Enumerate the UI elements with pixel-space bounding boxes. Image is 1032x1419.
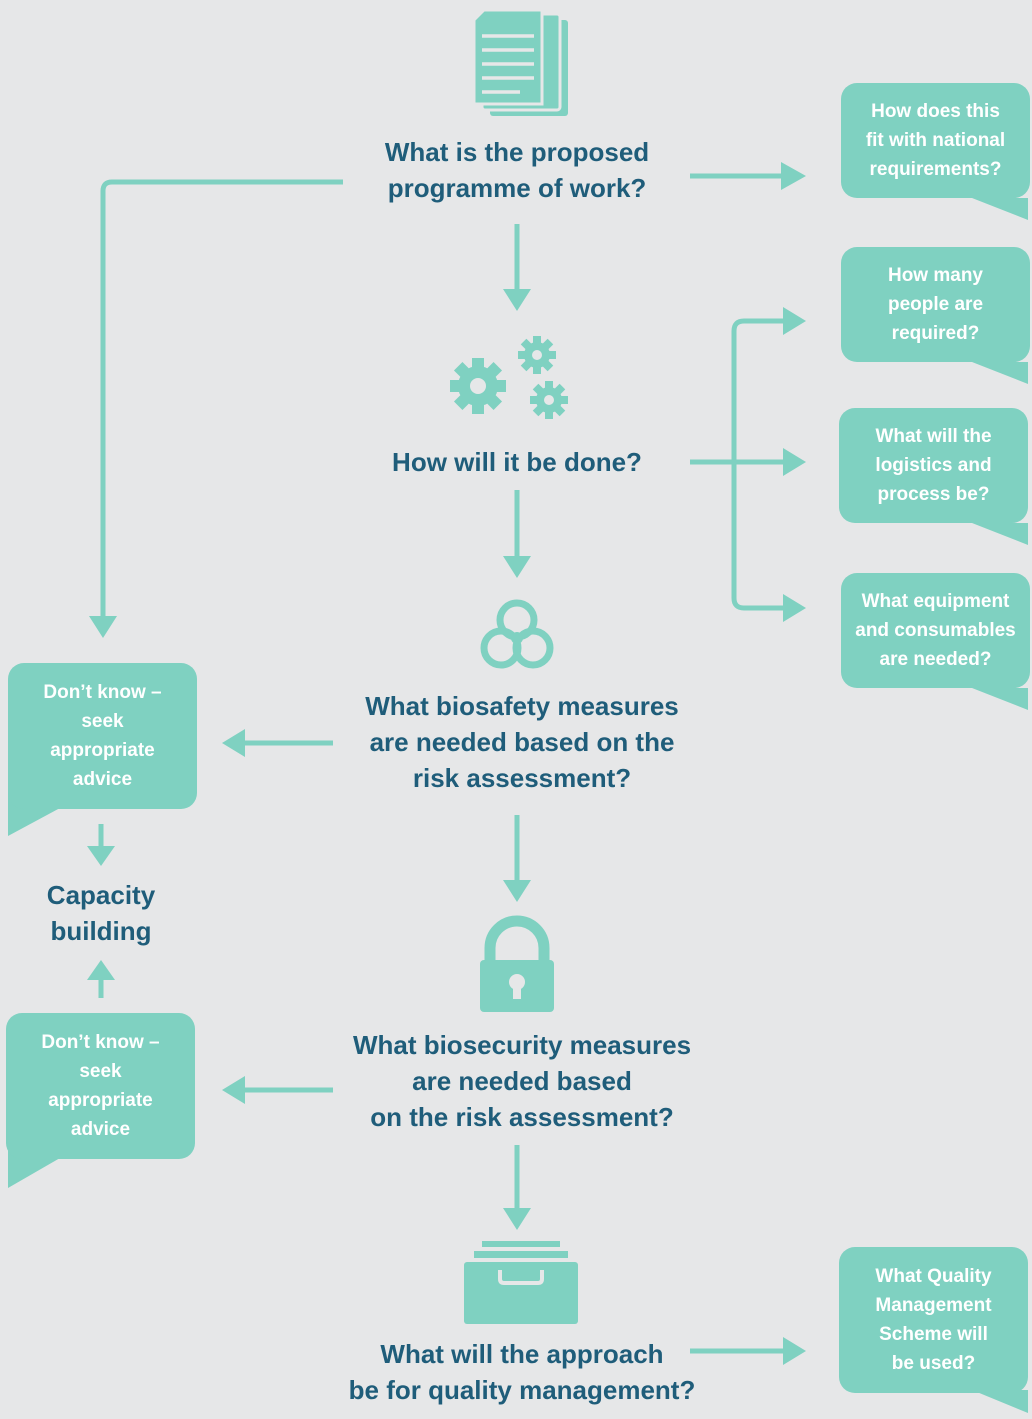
bubble-national-requirements: How does this fit with national requirem…: [841, 83, 1030, 198]
arrowhead-quality: [503, 1208, 531, 1230]
documents-icon: [472, 8, 568, 116]
arrowhead-biosecurity: [503, 880, 531, 902]
arrowhead-advice-left: [89, 616, 117, 638]
arrowhead-national: [781, 162, 806, 190]
arrowhead-qms: [783, 1337, 806, 1365]
bubble-national-text: How does this fit with national requirem…: [865, 101, 1006, 180]
step-biosafety-text: What biosafety measures are needed based…: [365, 691, 679, 793]
bubble-advice-biosafety: Don’t know – seek appropriate advice: [8, 663, 197, 809]
arrowhead-how: [503, 289, 531, 311]
arrowhead-equipment: [783, 594, 806, 622]
biohazard-icon: [480, 599, 554, 669]
bubble-tail-equipment: [972, 688, 1028, 710]
bubble-tail-national: [972, 198, 1028, 220]
arrowhead-logistics: [783, 448, 806, 476]
arrowhead-people: [783, 307, 806, 335]
bubble-tail-logistics: [972, 523, 1028, 545]
arrowhead-biosafety-advice: [222, 729, 245, 757]
bubble-equipment-text: What equipment and consumables are neede…: [855, 591, 1016, 670]
bubble-equipment-consumables: What equipment and consumables are neede…: [841, 573, 1030, 688]
bubble-tail-qms: [972, 1390, 1028, 1413]
arrowhead-biosafety: [503, 556, 531, 578]
padlock-icon: [480, 915, 554, 1012]
bubble-logistics-process: What will the logistics and process be?: [839, 408, 1028, 523]
arrowhead-capacity-up: [87, 960, 115, 980]
step-how-text: How will it be done?: [392, 447, 642, 477]
gears-icon: [450, 336, 568, 419]
arrowhead-biosecurity-advice: [222, 1076, 245, 1104]
bubble-advice-biosecurity: Don’t know – seek appropriate advice: [6, 1013, 195, 1159]
step-programme-text: What is the proposed programme of work?: [384, 137, 650, 203]
arrowhead-capacity-down: [87, 846, 115, 866]
bubble-quality-management-scheme: What Quality Management Scheme will be u…: [839, 1247, 1028, 1393]
connector-branch-bracket: [731, 318, 785, 611]
bubble-tail-people: [972, 362, 1028, 384]
bubble-qms-text: What Quality Management Scheme will be u…: [875, 1266, 992, 1374]
connector-programme-to-advice: [100, 179, 343, 618]
bubble-people-required: How many people are required?: [841, 247, 1030, 362]
bubble-logistics-text: What will the logistics and process be?: [875, 426, 992, 505]
step-quality-text: What will the approach be for quality ma…: [348, 1339, 696, 1405]
step-biosecurity-text: What biosecurity measures are needed bas…: [352, 1030, 692, 1132]
filing-drawer-icon: [464, 1241, 578, 1324]
bubble-advice-biosecurity-text: Don’t know – seek appropriate advice: [41, 1032, 160, 1140]
bubble-advice-biosafety-text: Don’t know – seek appropriate advice: [43, 682, 162, 790]
bubble-people-text: How many people are required?: [887, 265, 984, 344]
capacity-building-text: Capacity building: [46, 880, 156, 946]
